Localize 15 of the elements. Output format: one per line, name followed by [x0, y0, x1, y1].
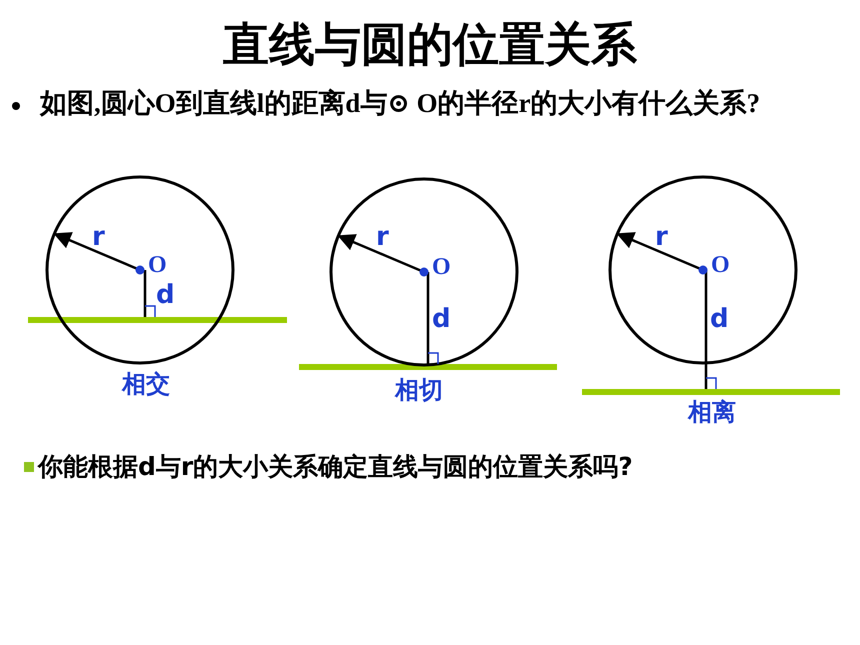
center-label: O [711, 252, 730, 279]
radius-label: r [376, 222, 389, 252]
slide-title: 直线与圆的位置关系 [222, 16, 638, 73]
position-caption: 相切 [395, 375, 443, 406]
question-text: 你能根据d与r的大小关系确定直线与圆的位置关系吗? [38, 451, 633, 483]
center-label: O [432, 254, 451, 281]
position-caption: 相交 [122, 369, 170, 400]
distance-label: d [156, 280, 175, 310]
distance-label: d [710, 304, 729, 334]
center-label: O [148, 252, 167, 279]
radius-label: r [92, 222, 105, 252]
distance-label: d [432, 304, 451, 334]
question-text: 如图,圆心O到直线l的距离d与⊙ O的半径r的大小有什么关系? [40, 87, 762, 120]
position-caption: 相离 [688, 397, 736, 428]
radius-label: r [655, 222, 668, 252]
